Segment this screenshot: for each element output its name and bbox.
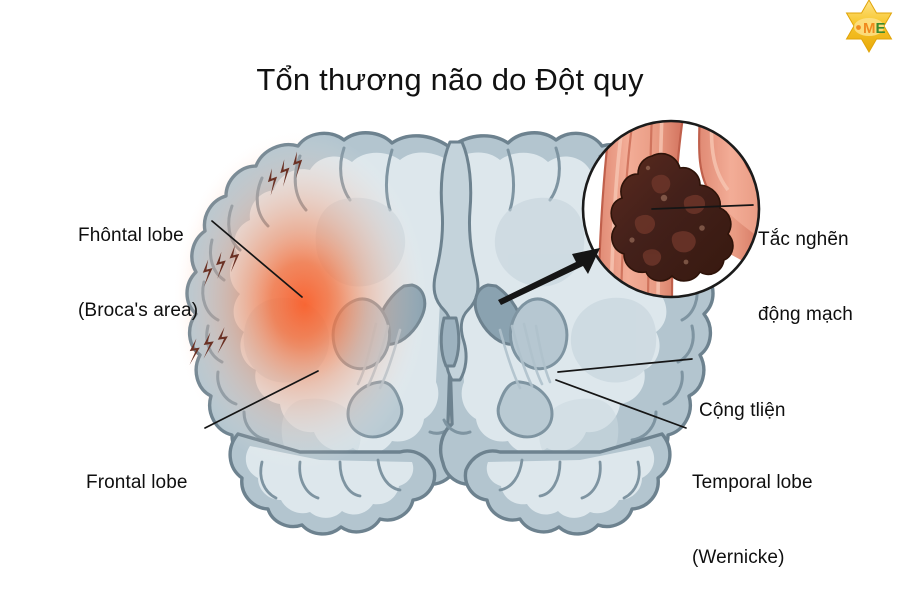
logo-letter-m: M — [863, 20, 876, 37]
logo-dot — [856, 25, 861, 30]
label-frontal-lobe-broca: Fhôntal lobe (Broca's area) — [78, 173, 198, 373]
leader-cong-tlien — [557, 358, 693, 373]
label-temporal-lobe-wernicke: Temporal lobe (Wernicke) — [692, 420, 813, 603]
brain-temporal-lobes-right — [463, 432, 672, 536]
label-leader-lines — [204, 204, 754, 429]
me-star-logo: M E — [845, 0, 893, 54]
logo-letter-e: E — [876, 20, 886, 37]
leader-temporal — [555, 379, 687, 429]
brain-temporal-sulci — [259, 458, 641, 500]
lightning-bolt-marks — [189, 151, 303, 365]
brain-right-striations — [498, 322, 552, 390]
star-inner-disc — [854, 18, 884, 36]
stroke-lesion-overlay — [174, 132, 426, 468]
label-line: Cộng tliện — [699, 400, 786, 421]
label-arterial-occlusion: Tắc nghẽn động mạch — [758, 177, 853, 377]
label-line: động mạch — [758, 304, 853, 325]
label-line: (Broca's area) — [78, 300, 199, 321]
label-line: Frontal lobe — [86, 472, 188, 493]
leader-frontal-broca — [211, 220, 303, 298]
label-frontal-lobe: Frontal lobe — [86, 420, 188, 545]
leader-frontal-lobe — [204, 370, 319, 429]
brain-right-inner-shading — [494, 197, 657, 473]
page-title: Tổn thương não do Đột quy — [256, 62, 644, 97]
label-line: (Wernicke) — [692, 547, 785, 568]
leader-occlusion — [651, 204, 754, 210]
label-line: Tắc nghẽn — [758, 229, 849, 250]
artery-occlusion-inset — [581, 119, 761, 299]
label-line: Temporal lobe — [692, 472, 813, 493]
label-cong-tlien: Cộng tliện — [699, 348, 786, 473]
label-line: Fhôntal lobe — [78, 225, 184, 246]
inset-pointer-arrow — [498, 248, 600, 305]
